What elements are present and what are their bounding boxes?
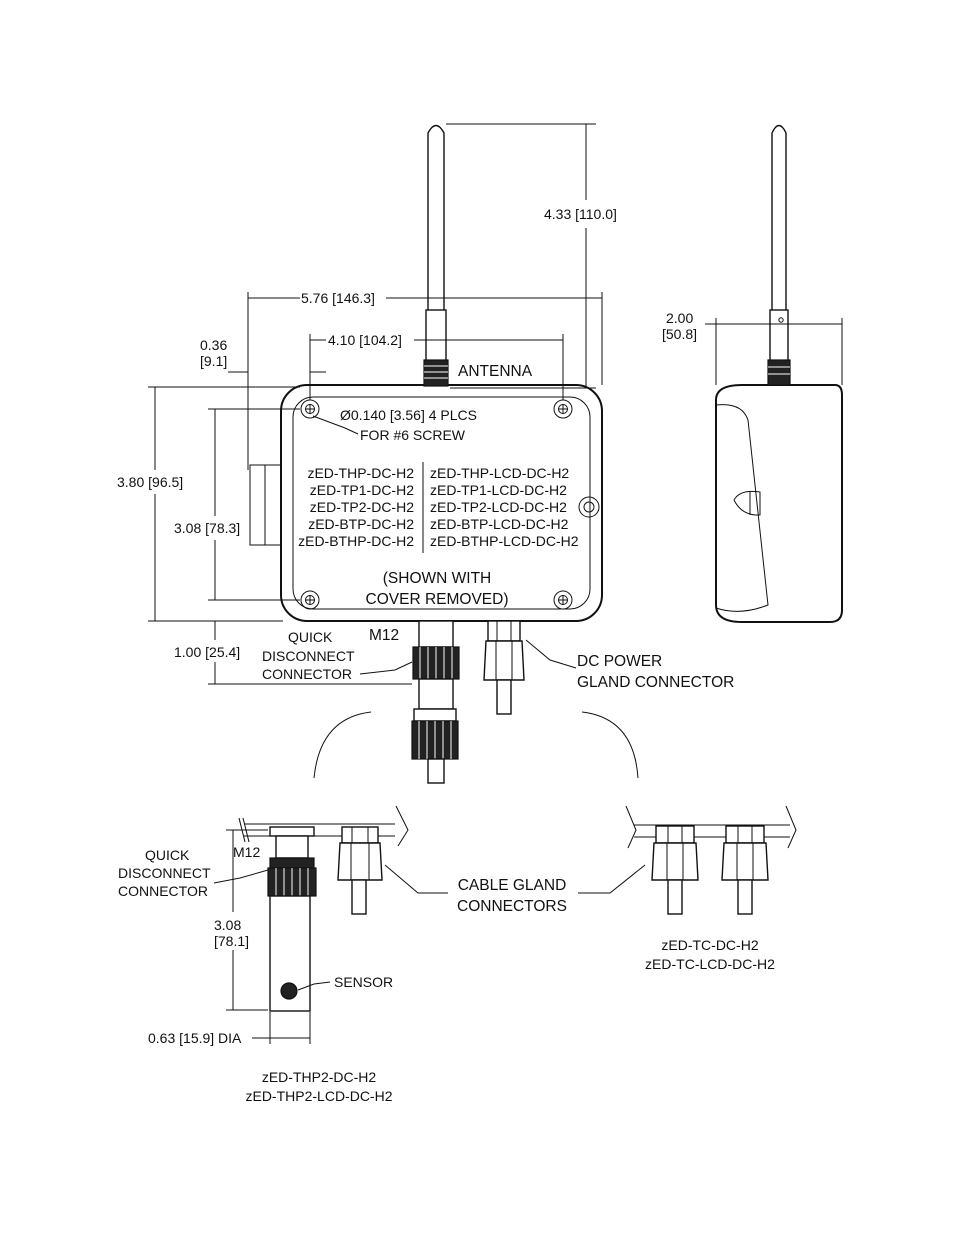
- dim-hole-spacing-width: 4.10 [104.2]: [328, 332, 402, 348]
- detail-arc-left: [313, 711, 372, 779]
- connectors-label: CONNECTORS: [457, 898, 567, 915]
- hole-note-line-1: Ø0.140 [3.56] 4 PLCS: [340, 407, 477, 423]
- tc-gland-2: [721, 825, 769, 915]
- gland-connector-label: GLAND CONNECTOR: [577, 674, 734, 691]
- hole-note-line-2: FOR #6 SCREW: [360, 427, 466, 443]
- cover-removed-label: COVER REMOVED): [366, 591, 509, 608]
- model-right-2: zED-TP1-LCD-DC-H2: [430, 482, 567, 498]
- antenna-sleeve: [425, 309, 447, 363]
- model-left-2: zED-TP1-DC-H2: [310, 482, 414, 498]
- side-boss-inner: [583, 501, 595, 513]
- model-right-5: zED-BTHP-LCD-DC-H2: [430, 533, 579, 549]
- model-left-5: zED-BTHP-DC-H2: [298, 533, 414, 549]
- dim-antenna-height: 4.33 [110.0]: [544, 206, 617, 222]
- disconnect-label: DISCONNECT: [262, 648, 355, 664]
- mounting-hole-bottom-right: [553, 590, 573, 610]
- model-left-1: zED-THP-DC-H2: [307, 465, 414, 481]
- dc-power-gland-front: [483, 620, 525, 715]
- tc-model-1: zED-TC-DC-H2: [661, 937, 758, 953]
- dim-probe-length-mm: [78.1]: [214, 933, 249, 949]
- dim-overall-height: 3.80 [96.5]: [117, 474, 183, 490]
- enclosure-side-view: [705, 124, 843, 623]
- detail-quick-label: QUICK: [145, 847, 190, 863]
- detail-arc-right: [581, 711, 639, 779]
- quick-label: QUICK: [288, 629, 333, 645]
- enclosure-inner-outline: [292, 396, 591, 610]
- antenna-connector: [423, 359, 449, 387]
- dim-depth-mm: [50.8]: [662, 326, 697, 342]
- dimension-lines-front: [148, 123, 603, 685]
- dim-connector-length: 1.00 [25.4]: [174, 644, 240, 660]
- model-right-3: zED-TP2-LCD-DC-H2: [430, 499, 567, 515]
- thp2-model-1: zED-THP2-DC-H2: [262, 1069, 377, 1085]
- thp2-model-2: zED-THP2-LCD-DC-H2: [245, 1088, 392, 1104]
- model-right-1: zED-THP-LCD-DC-H2: [430, 465, 569, 481]
- dim-overall-width: 5.76 [146.3]: [301, 290, 375, 306]
- tc-detail: [625, 805, 797, 915]
- connector-label: CONNECTOR: [262, 666, 352, 682]
- drawing-text: 4.33 [110.0] 5.76 [146.3] 4.10 [104.2] 0…: [117, 206, 775, 1104]
- sensor-element: [280, 982, 298, 1000]
- detail-connector-label: CONNECTOR: [118, 883, 208, 899]
- dim-edge-offset-in: 0.36: [200, 337, 227, 353]
- thp2-detail: [213, 805, 646, 1044]
- detail-m12-label: M12: [233, 844, 260, 860]
- mounting-hole-top-right: [553, 399, 573, 419]
- antenna-whip: [427, 124, 445, 361]
- tc-gland-1: [651, 825, 699, 915]
- dim-depth-in: 2.00: [666, 310, 693, 326]
- detail-disconnect-label: DISCONNECT: [118, 865, 211, 881]
- dim-edge-offset-mm: [9.1]: [200, 353, 227, 369]
- model-right-4: zED-BTP-LCD-DC-H2: [430, 516, 569, 532]
- side-boss-outer: [578, 496, 600, 518]
- dim-probe-length-in: 3.08: [214, 917, 241, 933]
- cable-gland-label: CABLE GLAND: [458, 877, 567, 894]
- m12-label: M12: [369, 627, 399, 644]
- model-left-3: zED-TP2-DC-H2: [310, 499, 414, 515]
- dim-probe-diameter: 0.63 [15.9] DIA: [148, 1030, 242, 1046]
- antenna-label: ANTENNA: [458, 363, 533, 380]
- dc-power-label: DC POWER: [577, 653, 662, 670]
- mounting-hole-bottom-left: [300, 590, 320, 610]
- hole-note-leader: [312, 415, 359, 435]
- antenna-front: [423, 124, 449, 387]
- tc-model-2: zED-TC-LCD-DC-H2: [645, 956, 775, 972]
- m12-connector-front: [411, 620, 460, 784]
- mounting-hole-top-left: [300, 399, 320, 419]
- dim-hole-spacing-height: 3.08 [78.3]: [174, 520, 240, 536]
- model-left-4: zED-BTP-DC-H2: [308, 516, 414, 532]
- sensor-label: SENSOR: [334, 974, 393, 990]
- shown-with-label: (SHOWN WITH: [383, 570, 491, 587]
